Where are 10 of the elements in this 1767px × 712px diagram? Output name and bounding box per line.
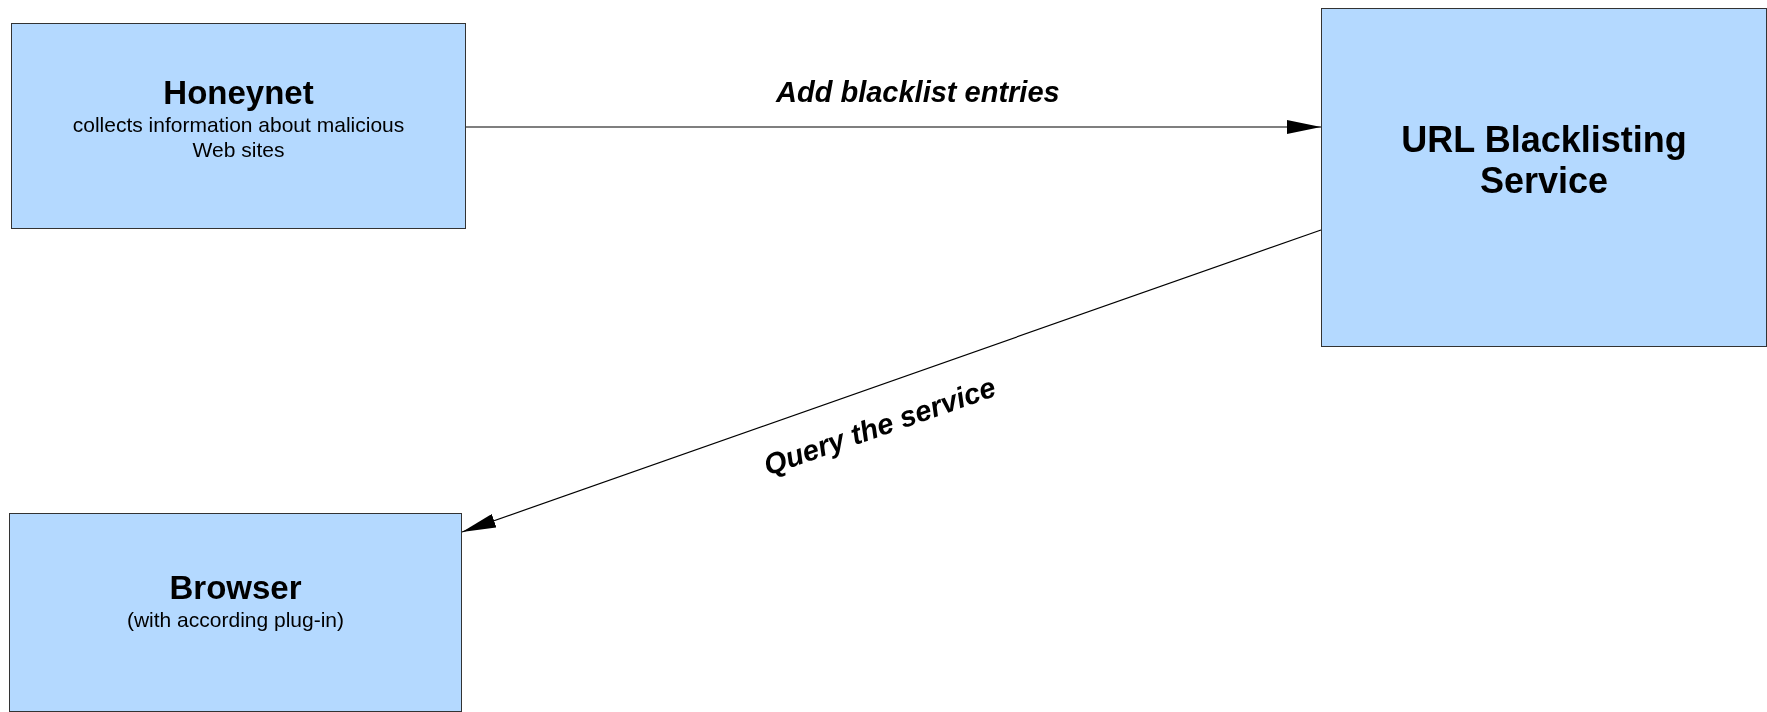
node-title: URL Blacklisting Service [1400,119,1688,202]
arrow [465,120,1322,134]
node-description: collects information about malicious Web sites [71,111,406,163]
process-box [11,23,466,229]
arrow [461,229,1322,533]
node-description: (with according plug-in) [126,606,345,633]
node-title: Honeynet [163,74,314,112]
node-title: Browser [169,569,302,607]
process-box [1321,8,1767,347]
process-box [9,513,462,712]
